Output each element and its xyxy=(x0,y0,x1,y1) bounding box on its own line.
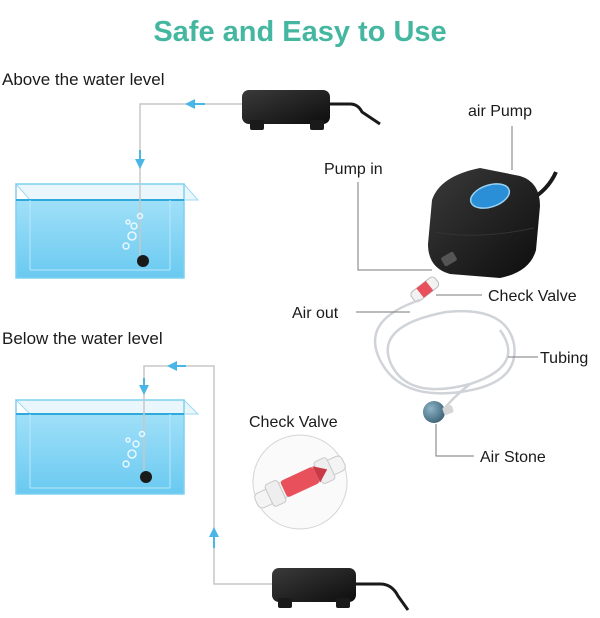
below-water-level-label: Below the water level xyxy=(2,329,163,348)
tank-below xyxy=(14,399,200,495)
above-water-level-label: Above the water level xyxy=(2,70,165,89)
tubing-coil xyxy=(373,298,516,421)
label-pump-in: Pump in xyxy=(324,161,383,178)
air-stone-below xyxy=(140,471,152,483)
pump-above xyxy=(242,90,381,130)
leader-air-stone xyxy=(435,424,474,457)
check-valve-inset xyxy=(252,434,348,530)
bubbles-below xyxy=(122,430,146,468)
label-check-valve: Check Valve xyxy=(488,288,577,305)
pump-below xyxy=(272,568,410,611)
page-title: Safe and Easy to Use xyxy=(153,16,446,48)
label-air-stone: Air Stone xyxy=(480,449,546,466)
pump-outlet-nozzle xyxy=(441,251,457,267)
air-stone-above xyxy=(137,255,149,267)
label-check-valve-inset: Check Valve xyxy=(249,414,338,431)
bubbles-above xyxy=(122,212,144,250)
tubing-path-above xyxy=(139,103,242,255)
main-check-valve xyxy=(410,276,440,303)
main-air-stone xyxy=(423,401,454,423)
label-tubing: Tubing xyxy=(540,350,588,367)
main-air-pump xyxy=(428,168,540,278)
tank-above xyxy=(14,183,200,279)
leader-pump-in xyxy=(357,182,432,271)
pump-logo-badge xyxy=(469,183,511,209)
label-air-pump: air Pump xyxy=(468,103,532,120)
tubing-path-below xyxy=(143,365,272,585)
label-air-out: Air out xyxy=(292,305,339,322)
